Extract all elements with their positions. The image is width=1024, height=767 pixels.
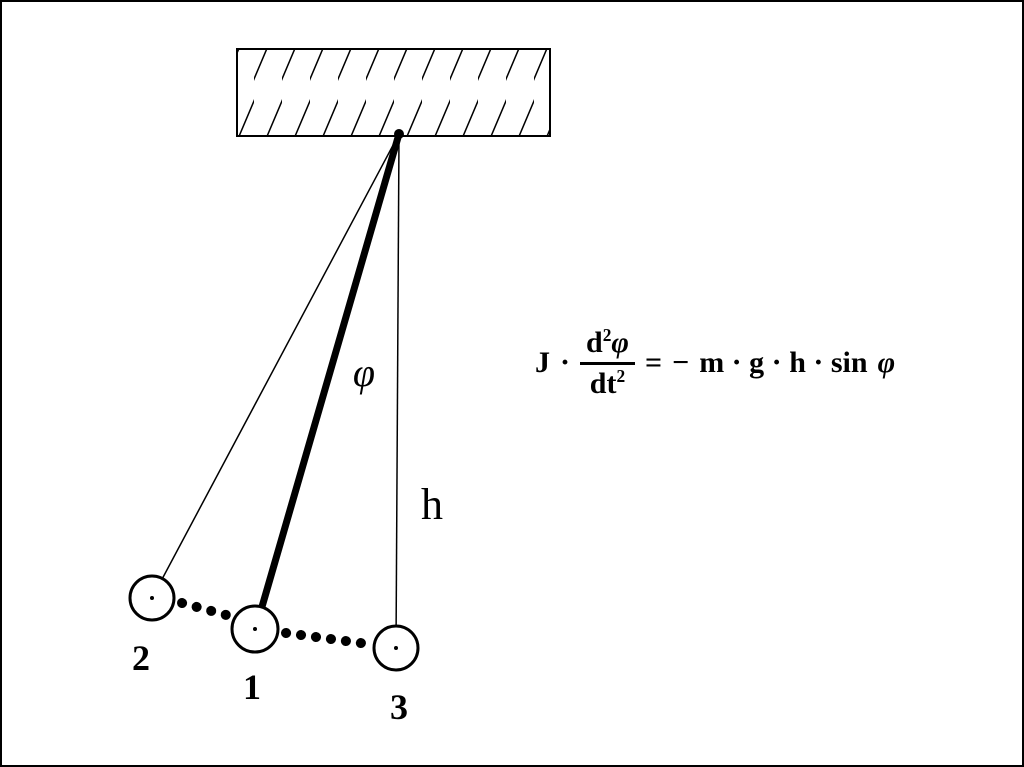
equation-inertia: J xyxy=(535,346,550,379)
bob-1-center-dot xyxy=(253,627,257,631)
bob-3-label: 3 xyxy=(390,687,408,727)
fraction-bar xyxy=(580,361,635,365)
equation-denominator: dt2 xyxy=(584,365,631,400)
equation-rhs-phi: φ xyxy=(877,346,896,379)
numerator-d: d xyxy=(586,326,603,359)
numerator-phi: φ xyxy=(611,326,629,359)
equation-minus: − xyxy=(672,346,690,379)
arc-dots-right xyxy=(281,628,373,649)
denominator-exponent: 2 xyxy=(616,365,626,386)
bob-2-center-dot xyxy=(150,596,154,600)
height-label: h xyxy=(421,480,443,529)
equation-rhs: m · g · h · sin xyxy=(699,346,868,379)
pendulum-equation: J · d2φ dt2 = − m · g · h · sin φ xyxy=(530,325,900,400)
equation-equals: = xyxy=(644,346,663,379)
rod-position-1 xyxy=(253,133,403,625)
bob-1-label: 1 xyxy=(243,667,261,707)
denominator-dt: dt xyxy=(589,366,617,400)
arc-dots-left xyxy=(177,598,235,621)
equation-fraction: d2φ dt2 xyxy=(580,325,635,400)
ceiling-hatch xyxy=(236,48,551,137)
vertical-reference-line xyxy=(395,133,400,649)
bob-2-label: 2 xyxy=(132,638,150,678)
bob-3-center-dot xyxy=(394,646,398,650)
string-position-2 xyxy=(151,133,400,599)
equation-numerator: d2φ xyxy=(580,325,635,362)
angle-label: φ xyxy=(353,350,375,395)
pivot-point xyxy=(394,129,404,139)
numerator-exponent: 2 xyxy=(602,325,612,345)
equation-times-dot: · xyxy=(560,346,571,379)
